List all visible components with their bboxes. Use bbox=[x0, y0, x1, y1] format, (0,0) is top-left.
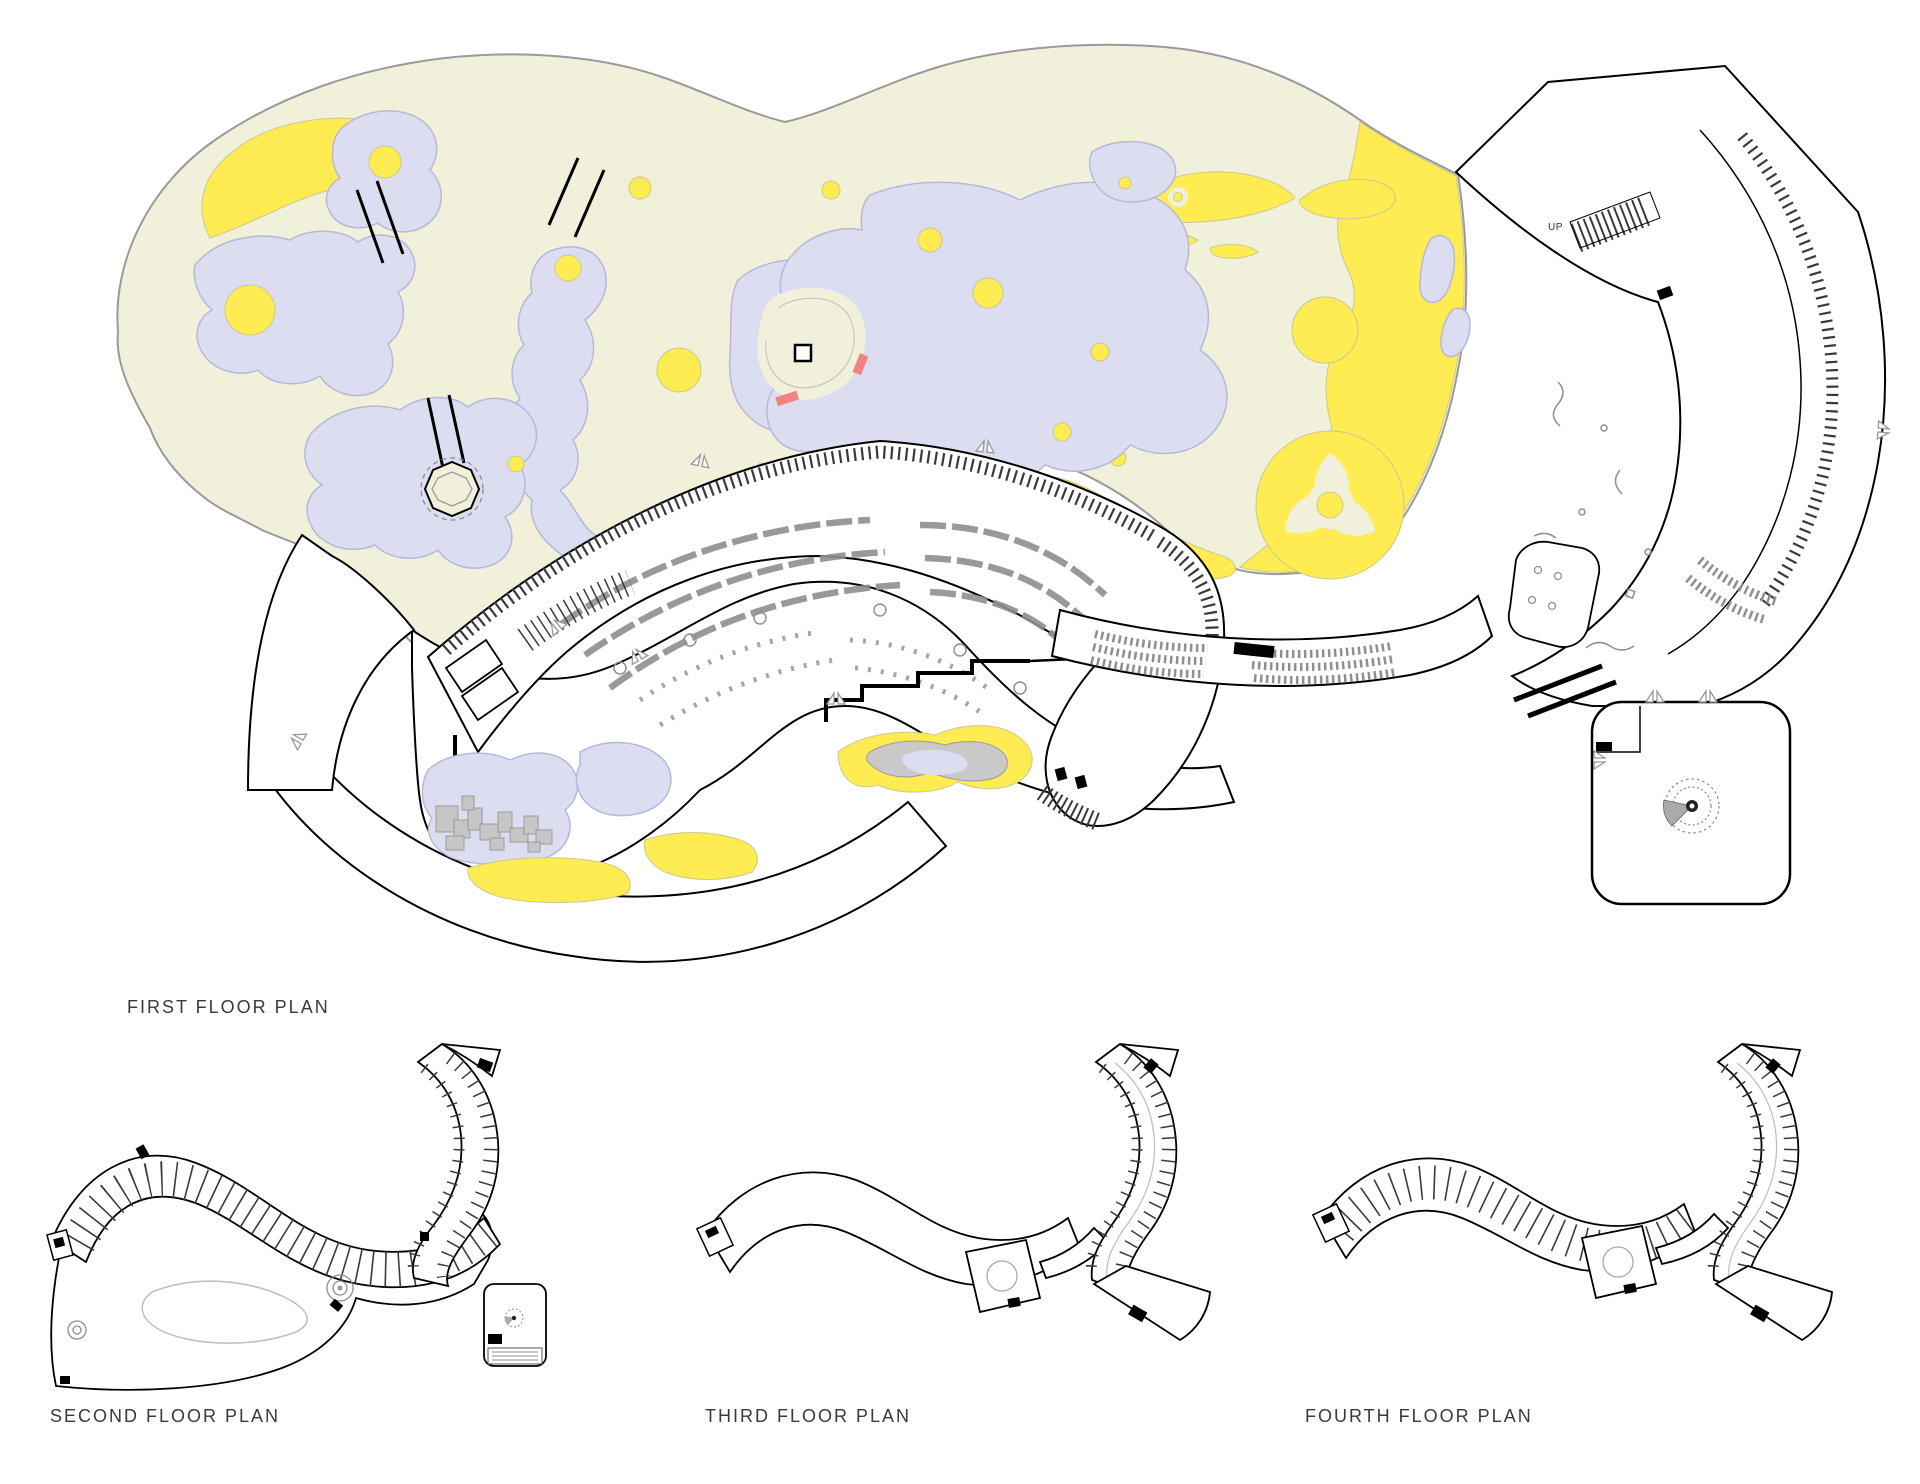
gazebo-icon bbox=[420, 457, 484, 521]
service-block bbox=[1233, 641, 1275, 659]
pond-island bbox=[757, 287, 869, 407]
door-block bbox=[1596, 742, 1612, 751]
column-feature bbox=[67, 1320, 87, 1340]
site-path-markers bbox=[355, 157, 606, 469]
pinwheel-garden-icon bbox=[1255, 430, 1405, 580]
lower-band-landscape bbox=[421, 725, 1033, 904]
meeting-room bbox=[1507, 540, 1601, 648]
yellow-circle-large bbox=[1291, 296, 1359, 364]
first-floor-plan-drawing: UP bbox=[116, 43, 1891, 963]
left-end-cap bbox=[1311, 1202, 1351, 1244]
mound-feature bbox=[837, 725, 1033, 793]
pond-yellow-dot bbox=[917, 227, 943, 253]
vertical-band bbox=[412, 1042, 500, 1288]
left-end-cap bbox=[46, 1228, 74, 1262]
round-tables bbox=[613, 603, 1027, 695]
yellow-circle bbox=[656, 347, 702, 393]
ramp-wall bbox=[1527, 679, 1617, 719]
eye-dot bbox=[1173, 192, 1183, 202]
door-blocks bbox=[60, 1144, 429, 1384]
corridor-line bbox=[1728, 1062, 1778, 1279]
left-leg-wing bbox=[246, 533, 416, 791]
square-pavilion bbox=[483, 1283, 547, 1367]
stair-core bbox=[1750, 1304, 1770, 1323]
pond-streak bbox=[1419, 234, 1456, 304]
pond bbox=[1089, 140, 1177, 203]
stair-core bbox=[1054, 766, 1068, 782]
salmon-marker bbox=[775, 390, 800, 407]
pond-gazebo bbox=[304, 396, 538, 569]
lobby-furniture bbox=[1533, 381, 1652, 651]
stair-core bbox=[1765, 1058, 1781, 1074]
stair-core bbox=[1074, 774, 1088, 790]
stair-core bbox=[1143, 1058, 1159, 1074]
yellow-eye-patch bbox=[1299, 178, 1396, 220]
corridor-line bbox=[1106, 1062, 1156, 1279]
yellow-patch bbox=[467, 857, 631, 904]
pond-yellow-dot bbox=[368, 145, 402, 179]
stair-up-label: UP bbox=[1548, 222, 1563, 233]
pond-yellow-dot bbox=[1090, 342, 1110, 362]
pond-yellow-dot bbox=[1052, 422, 1072, 442]
yellow-circle bbox=[628, 176, 652, 200]
pond bbox=[193, 230, 416, 397]
shelf-rows bbox=[1685, 556, 1780, 625]
third-floor-plan-drawing bbox=[695, 1042, 1211, 1342]
room-partition bbox=[1592, 706, 1641, 753]
stair-outline bbox=[1569, 191, 1661, 249]
oculus-feature bbox=[326, 1274, 354, 1302]
bookshelf-ticks bbox=[1156, 536, 1219, 641]
yellow-leaf bbox=[1209, 244, 1259, 259]
spiral-stair-icon bbox=[504, 1308, 524, 1328]
service-rooms bbox=[444, 638, 520, 722]
model-blocks bbox=[435, 795, 553, 853]
seat-rows bbox=[1090, 630, 1397, 684]
ramp-wall bbox=[1513, 663, 1603, 703]
third-floor-plan-label: THIRD FLOOR PLAN bbox=[705, 1406, 912, 1426]
room-ribs bbox=[1326, 1165, 1699, 1265]
corridor-wall bbox=[1667, 129, 1802, 655]
second-floor-plan-drawing bbox=[46, 1042, 547, 1391]
fourth-floor-plan-label: FOURTH FLOOR PLAN bbox=[1305, 1406, 1533, 1426]
fourth-floor-plan-drawing bbox=[1311, 1042, 1833, 1342]
bookshelf-ticks bbox=[441, 445, 1160, 655]
left-end-cap bbox=[695, 1216, 735, 1258]
bottom-fan bbox=[1714, 1265, 1833, 1342]
square-pavilion bbox=[1590, 700, 1792, 906]
pond-yellow-dot bbox=[554, 254, 582, 282]
right-wing-building: UP bbox=[1454, 64, 1887, 906]
chair-clusters bbox=[638, 629, 992, 728]
second-floor-plan-label: SECOND FLOOR PLAN bbox=[50, 1406, 281, 1426]
void-opening-outline bbox=[141, 1280, 308, 1344]
spiral-stair-icon bbox=[1663, 778, 1720, 834]
pond-yellow-dot bbox=[507, 455, 525, 473]
stair-core bbox=[1128, 1304, 1148, 1323]
end-room bbox=[1580, 1224, 1658, 1300]
pond bbox=[575, 741, 672, 817]
salmon-marker bbox=[852, 353, 869, 376]
seating-band bbox=[1050, 594, 1494, 687]
stair-core bbox=[1656, 285, 1674, 301]
stair-core bbox=[476, 1057, 494, 1073]
island-structure bbox=[793, 343, 813, 363]
first-floor-plan-label: FIRST FLOOR PLAN bbox=[127, 997, 330, 1017]
yellow-circle bbox=[821, 180, 841, 200]
connector bbox=[1654, 1212, 1730, 1266]
pond-yellow-dot bbox=[224, 284, 276, 336]
pond-streak bbox=[1440, 307, 1471, 358]
pond-yellow-dot bbox=[972, 277, 1004, 309]
bottom-fan bbox=[1092, 1265, 1211, 1342]
end-room bbox=[964, 1238, 1042, 1314]
pond-yellow-dot bbox=[1118, 176, 1132, 190]
yellow-patch bbox=[643, 832, 758, 880]
